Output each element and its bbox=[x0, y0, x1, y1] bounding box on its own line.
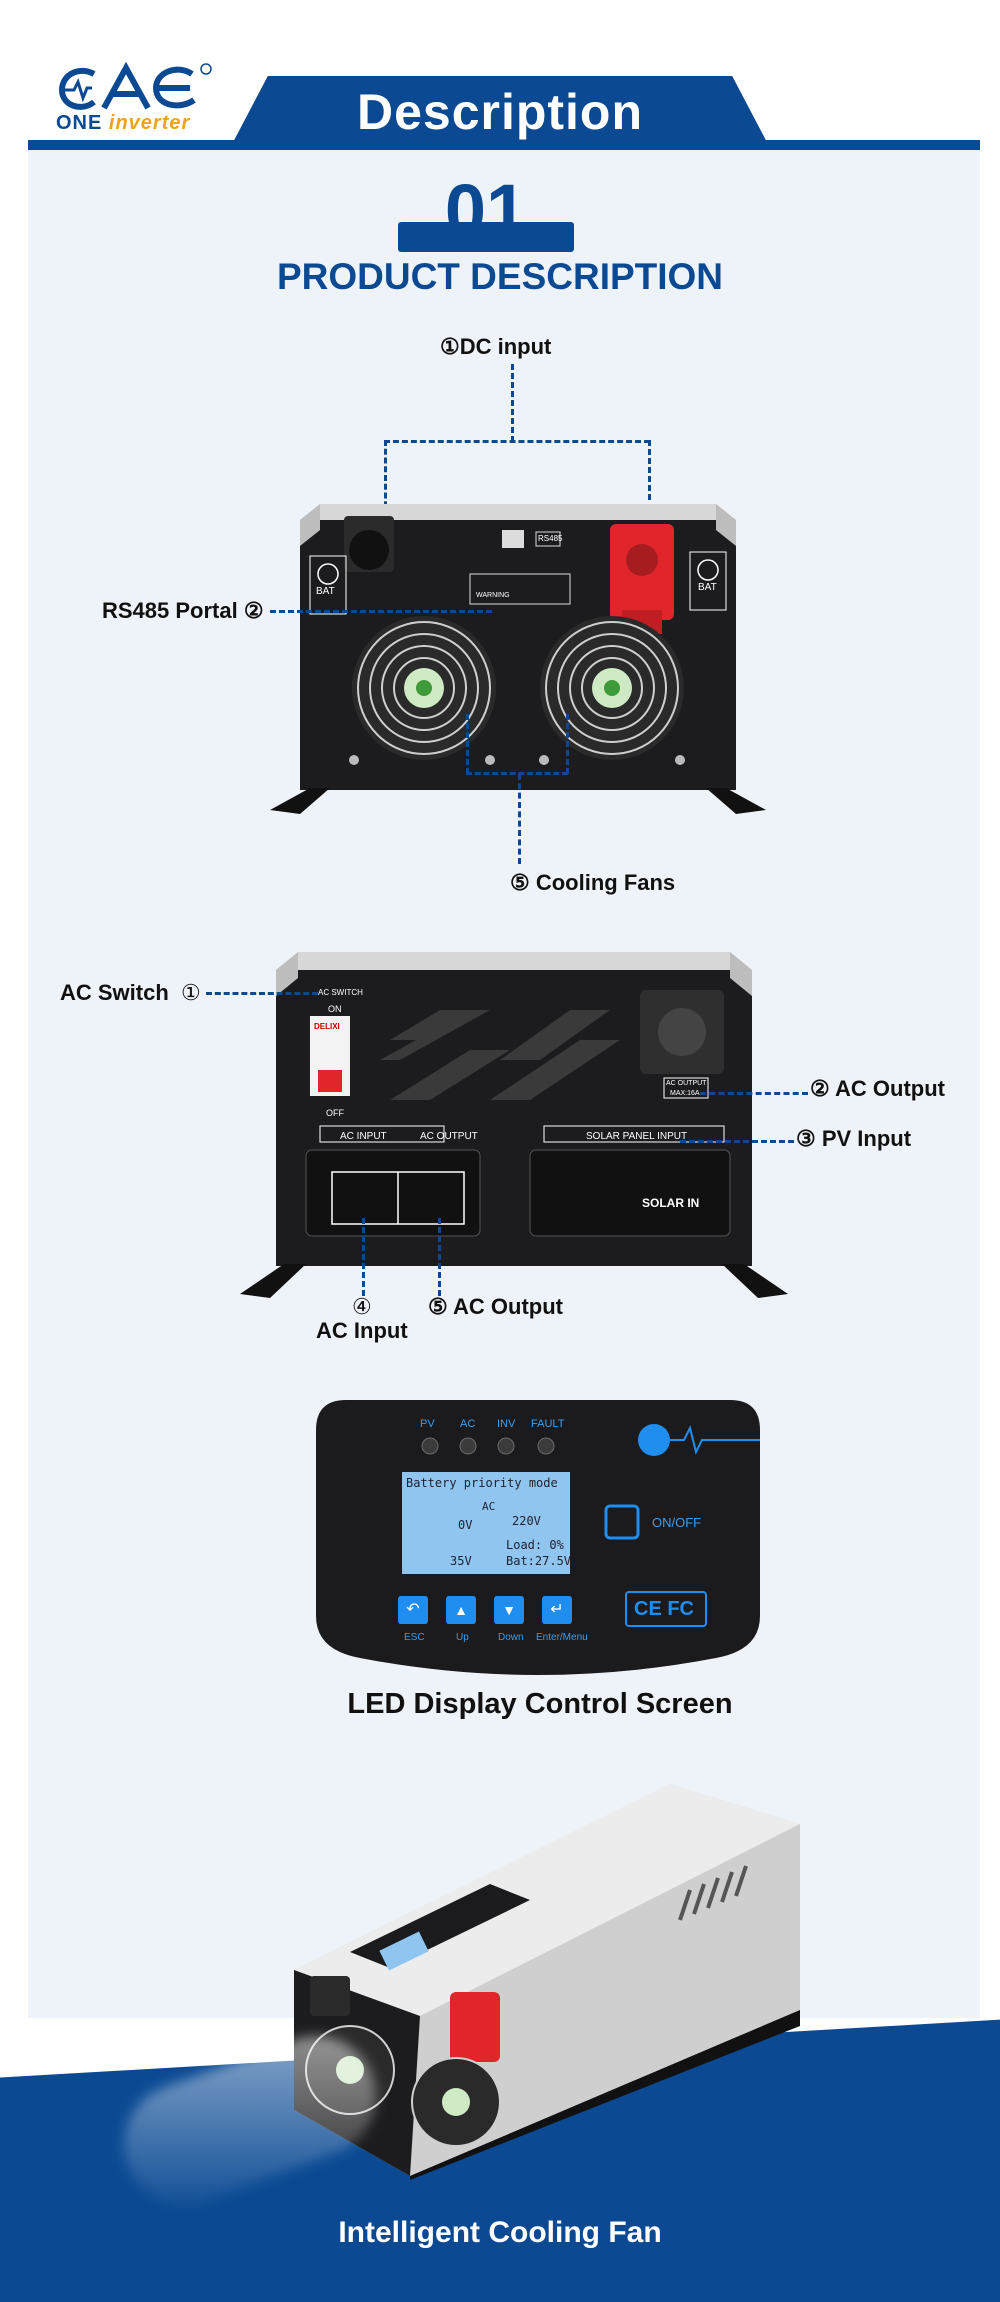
power-button[interactable] bbox=[606, 1506, 638, 1538]
callout-line bbox=[466, 772, 568, 775]
ac-output-bottom-label: ⑤ AC Output bbox=[428, 1294, 563, 1319]
section-number-bar bbox=[398, 222, 574, 252]
socket-tag-1: AC OUTPUT bbox=[666, 1080, 707, 1087]
fan-caption: Intelligent Cooling Fan bbox=[338, 2216, 662, 2249]
cooling-fans-label: ⑤ Cooling Fans bbox=[510, 870, 676, 895]
ac-input-label: AC Input bbox=[316, 1318, 408, 1343]
switch-off-label: OFF bbox=[326, 1108, 344, 1118]
callout-line bbox=[511, 364, 514, 442]
up-button[interactable]: ▲ bbox=[454, 1602, 468, 1618]
led-fault: FAULT bbox=[531, 1418, 565, 1430]
callout-line bbox=[206, 992, 318, 995]
enter-button[interactable]: ↵ bbox=[550, 1601, 564, 1618]
rs485-label: RS485 Portal ② bbox=[102, 598, 264, 623]
up-label: Up bbox=[456, 1632, 469, 1643]
ac-output-right-label: ② AC Output bbox=[810, 1076, 945, 1101]
lcd-v2: 220V bbox=[512, 1514, 541, 1528]
callout-line bbox=[680, 1140, 794, 1143]
lcd-v3: 35V bbox=[450, 1554, 472, 1568]
display-panel bbox=[316, 1400, 760, 1686]
callout-line bbox=[518, 774, 521, 864]
led-pv: PV bbox=[420, 1418, 435, 1430]
down-label: Down bbox=[498, 1632, 524, 1643]
front-panel-device bbox=[270, 500, 766, 820]
ac-input-number: ④ bbox=[352, 1294, 372, 1319]
lcd-load: Load: 0% bbox=[506, 1538, 564, 1552]
tag-ac-output: AC OUTPUT bbox=[420, 1131, 478, 1142]
switch-tag: AC SWITCH bbox=[318, 988, 363, 997]
logo bbox=[56, 60, 216, 140]
rear-panel-device bbox=[240, 950, 788, 1300]
rs485-tag: RS485 bbox=[538, 534, 563, 543]
led-inv: INV bbox=[497, 1418, 516, 1430]
callout-line bbox=[438, 1218, 441, 1296]
logo-mark-icon bbox=[58, 61, 212, 110]
ac-switch-label: AC Switch ① bbox=[60, 980, 201, 1005]
warning-tag: WARNING bbox=[476, 592, 510, 599]
bat-negative-label: BAT bbox=[316, 586, 335, 597]
lcd-v1: 0V bbox=[458, 1518, 473, 1532]
lcd-ac: AC bbox=[482, 1500, 496, 1513]
solar-in-label: SOLAR IN bbox=[642, 1196, 700, 1210]
callout-line bbox=[384, 440, 650, 443]
power-label: ON/OFF bbox=[652, 1515, 702, 1530]
section-number: 01 bbox=[444, 169, 528, 252]
callout-line bbox=[700, 1092, 808, 1095]
cert-badge: CE FC bbox=[634, 1598, 694, 1620]
bat-positive-label: BAT bbox=[698, 582, 717, 593]
socket-tag-2: MAX:16A bbox=[670, 1090, 700, 1097]
breaker-brand: DELIXI bbox=[314, 1022, 340, 1031]
callout-line bbox=[362, 1218, 365, 1296]
callout-line bbox=[270, 610, 492, 613]
lcd-line1: Battery priority mode bbox=[406, 1476, 558, 1490]
dc-input-label: ①DC input bbox=[440, 334, 552, 359]
header-tab bbox=[230, 76, 770, 148]
tag-solar-panel: SOLAR PANEL INPUT bbox=[586, 1131, 688, 1142]
callout-line bbox=[648, 440, 651, 500]
esc-button[interactable]: ↶ bbox=[406, 1601, 420, 1618]
display-caption: LED Display Control Screen bbox=[347, 1688, 733, 1720]
logo-subtitle: ONE inverter bbox=[56, 112, 191, 134]
enter-label: Enter/Menu bbox=[536, 1632, 588, 1643]
down-button[interactable]: ▼ bbox=[502, 1602, 516, 1618]
callout-line bbox=[566, 714, 569, 774]
lcd-bat: Bat:27.5V bbox=[506, 1554, 572, 1568]
pv-input-label: ③ PV Input bbox=[796, 1126, 912, 1151]
tag-ac-input: AC INPUT bbox=[340, 1131, 387, 1142]
page-title: Description bbox=[356, 84, 644, 140]
callout-line bbox=[466, 714, 469, 774]
callout-line bbox=[384, 440, 387, 516]
led-ac: AC bbox=[460, 1418, 476, 1430]
switch-on-label: ON bbox=[328, 1004, 342, 1014]
section-title: PRODUCT DESCRIPTION bbox=[276, 256, 724, 297]
inverter-unit bbox=[290, 1780, 810, 2180]
esc-label: ESC bbox=[404, 1632, 425, 1643]
